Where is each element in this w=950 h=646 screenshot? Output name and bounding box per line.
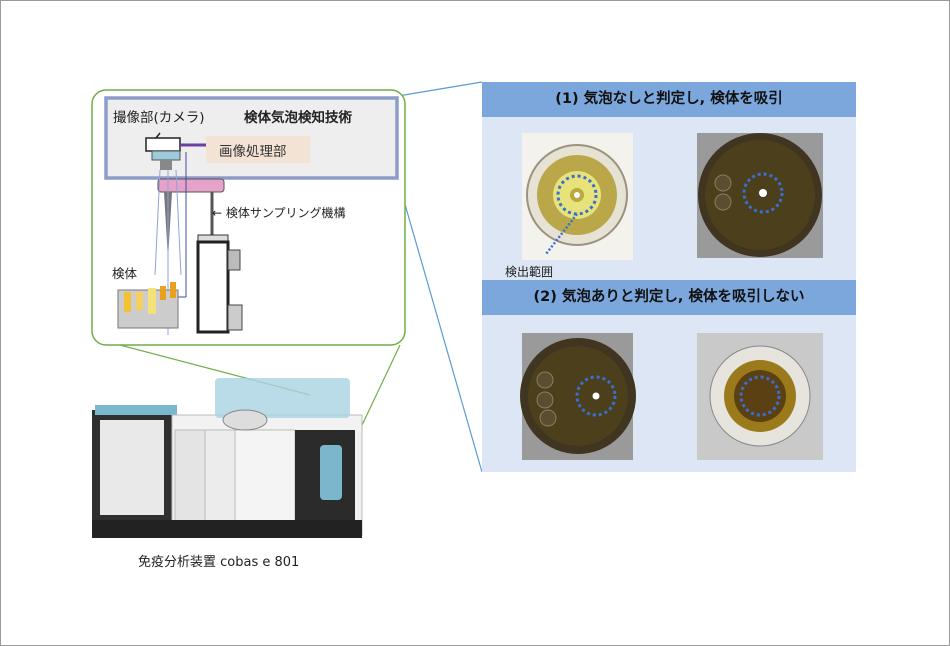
zoom-line-bottom bbox=[397, 179, 483, 473]
section2-header: (2) 気泡ありと判定し, 検体を吸引しない bbox=[482, 280, 856, 315]
image-processing-box bbox=[206, 136, 310, 163]
detection-range-circle bbox=[556, 174, 598, 216]
camera-label: 撮像部(カメラ) bbox=[113, 110, 205, 126]
sample-label: 検体 bbox=[112, 266, 138, 281]
sample-image-bubble-1 bbox=[520, 333, 636, 460]
sampling-arm bbox=[157, 178, 225, 193]
sampling-mechanism-label: ← 検体サンプリング機構 bbox=[212, 206, 346, 220]
technology-title: 検体気泡検知技術 bbox=[244, 110, 352, 126]
section1-header: (1) 気泡なしと判定し, 検体を吸引 bbox=[482, 82, 856, 117]
image-processing-label: 画像処理部 bbox=[219, 144, 287, 160]
zoom-line-top bbox=[397, 81, 483, 97]
sampling-mechanism bbox=[196, 240, 230, 334]
machine-caption: 免疫分析装置 cobas e 801 bbox=[138, 555, 300, 570]
detection-range-pointer bbox=[545, 213, 578, 255]
sample-image-bubble-2 bbox=[697, 333, 823, 460]
detection-range-label: 検出範囲 bbox=[505, 265, 554, 279]
camera-icon bbox=[145, 137, 181, 152]
analyzer-machine-photo bbox=[92, 378, 363, 538]
sample-image-no-bubble-1 bbox=[522, 133, 633, 260]
sample-image-no-bubble-2 bbox=[697, 133, 823, 258]
